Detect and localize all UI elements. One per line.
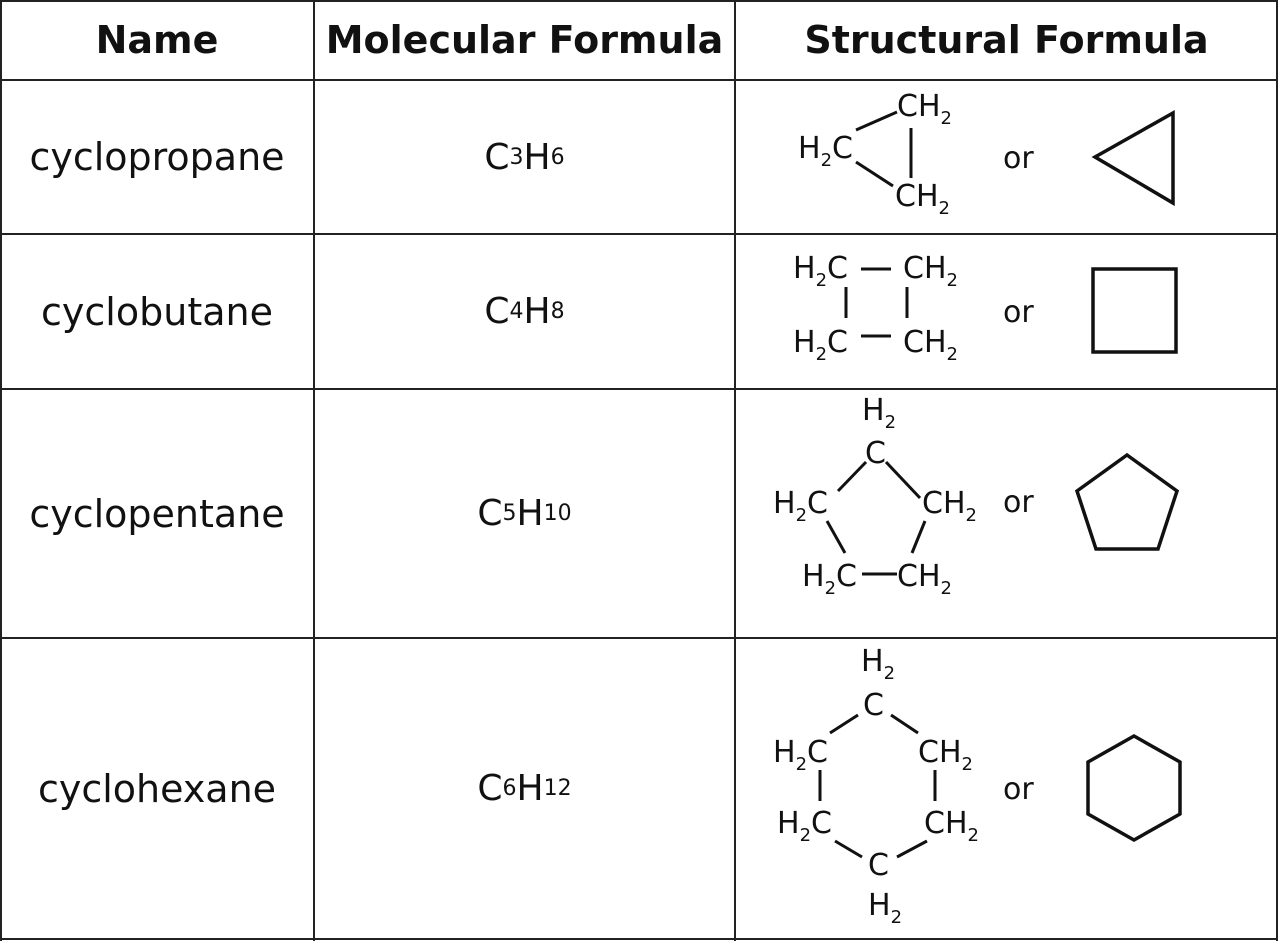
- svg-text:C: C: [865, 436, 886, 471]
- name-cyclopentane: cyclopentane: [29, 491, 285, 536]
- or-label: or: [1003, 141, 1034, 176]
- structure-cyclobutane: H2C CH2 H2C CH2 or: [793, 251, 1178, 365]
- or-label: or: [1003, 295, 1034, 330]
- or-label: or: [1003, 772, 1034, 807]
- svg-text:H2C: H2C: [798, 131, 853, 171]
- svg-text:H2: H2: [868, 888, 902, 928]
- svg-text:CH2: CH2: [922, 486, 977, 526]
- name-cyclopropane: cyclopropane: [29, 135, 285, 179]
- pentagon-shape: [1074, 452, 1180, 551]
- svg-text:H2C: H2C: [802, 559, 857, 599]
- svg-text:H2C: H2C: [777, 806, 832, 846]
- svg-text:H2C: H2C: [773, 735, 828, 775]
- or-label: or: [1003, 485, 1034, 520]
- header-name: Name: [95, 18, 219, 62]
- triangle-shape: [1091, 110, 1175, 207]
- svg-text:H2C: H2C: [793, 325, 848, 365]
- square-shape: [1091, 267, 1178, 354]
- svg-text:CH2: CH2: [895, 179, 950, 219]
- svg-text:CH2: CH2: [897, 559, 952, 599]
- structure-cyclopropane: H2C CH2 CH2 or: [798, 89, 1175, 219]
- svg-text:H2: H2: [862, 393, 896, 433]
- header-molecular-formula: Molecular Formula: [325, 18, 724, 62]
- structure-cyclopentane: H2 C H2C CH2 H2C CH2 or: [773, 393, 1180, 599]
- svg-text:H2C: H2C: [793, 251, 848, 291]
- name-cyclohexane: cyclohexane: [37, 766, 277, 811]
- svg-text:CH2: CH2: [903, 251, 958, 291]
- name-cyclobutane: cyclobutane: [41, 289, 273, 334]
- svg-text:C: C: [863, 688, 884, 723]
- svg-text:H2: H2: [861, 644, 895, 684]
- svg-text:CH2: CH2: [918, 735, 973, 775]
- header-structural-formula: Structural Formula: [804, 18, 1209, 62]
- svg-text:CH2: CH2: [924, 806, 979, 846]
- hexagon-shape: [1086, 733, 1182, 843]
- svg-text:H2C: H2C: [773, 486, 828, 526]
- svg-text:C: C: [868, 848, 889, 883]
- structure-cyclohexane: H2 C H2C CH2 H2C CH2 C H2 or: [773, 644, 1182, 928]
- svg-text:CH2: CH2: [897, 89, 952, 129]
- svg-text:CH2: CH2: [903, 325, 958, 365]
